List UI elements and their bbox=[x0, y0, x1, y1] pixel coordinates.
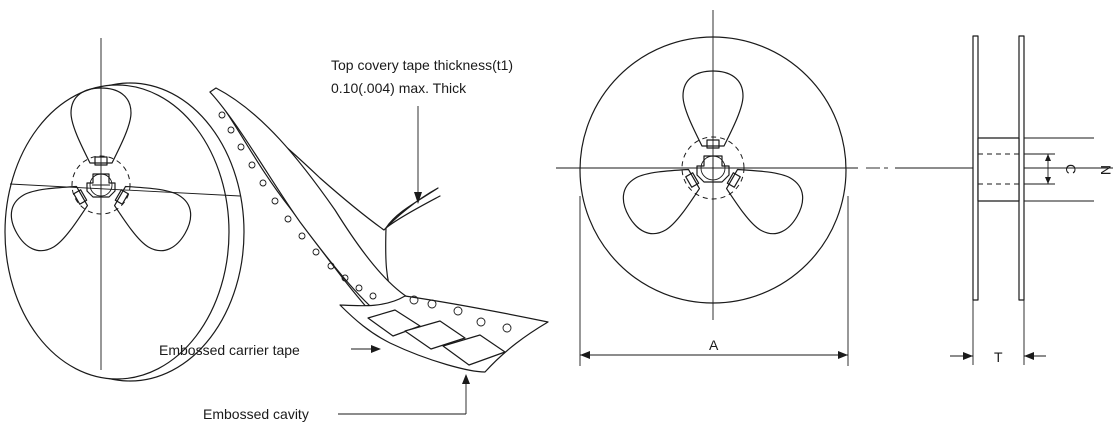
dimension-a-label: A bbox=[709, 337, 719, 353]
reel-front-view bbox=[556, 10, 1113, 366]
perspective-reel bbox=[1, 38, 245, 382]
dimension-n-label: N bbox=[1098, 165, 1113, 175]
cavity-label: Embossed cavity bbox=[203, 406, 309, 422]
reel-side-view bbox=[950, 35, 1094, 365]
left-annotations bbox=[338, 106, 470, 415]
embossed-cavities bbox=[367, 309, 506, 366]
cover-tape-label-line2: 0.10(.004) max. Thick bbox=[331, 80, 467, 96]
tape-holes bbox=[409, 295, 512, 333]
dimension-c-label: C bbox=[1063, 164, 1079, 174]
carrier-tape-label: Embossed carrier tape bbox=[159, 342, 300, 358]
cover-tape-label-line1: Top covery tape thickness(t1) bbox=[331, 57, 513, 73]
carrier-tape-strip bbox=[209, 87, 549, 373]
dimension-t-label: T bbox=[994, 349, 1003, 365]
sprocket-holes bbox=[218, 111, 377, 300]
